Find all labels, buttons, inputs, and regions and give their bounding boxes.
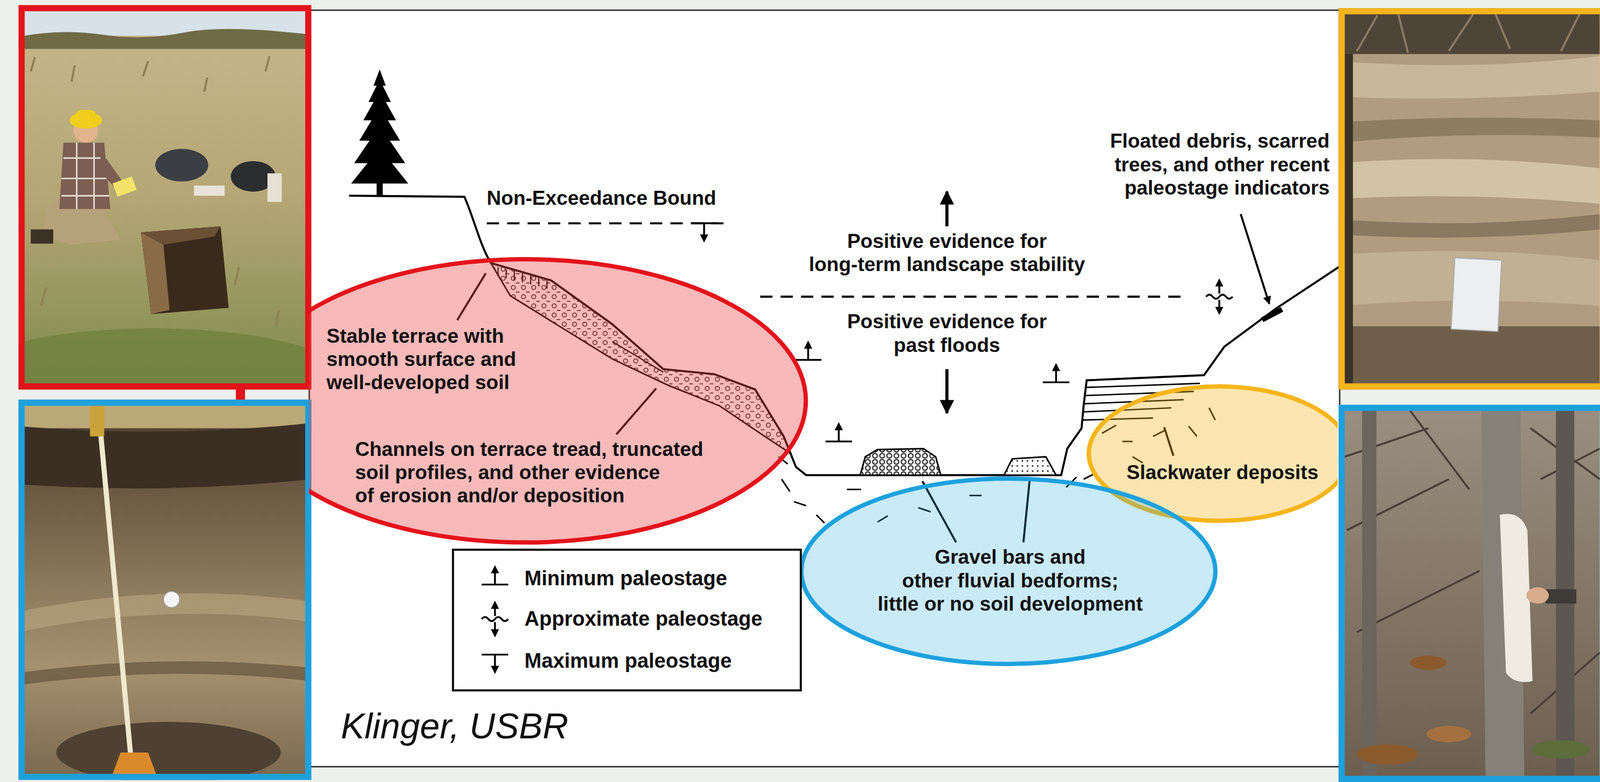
field-photo <box>140 226 221 245</box>
field-photo <box>59 142 111 210</box>
paleostage-symbol-glyph <box>481 565 508 585</box>
field-photo <box>140 232 170 314</box>
sediment-wall-photo <box>1338 56 1600 99</box>
region-ellipse <box>308 259 806 544</box>
photo-frame-blue <box>21 402 309 778</box>
stability-label: Positive evidence for long-term landscap… <box>808 229 1086 277</box>
field-photo <box>18 328 312 390</box>
slackwater-label: Slackwater deposits <box>1126 461 1319 485</box>
flood-label: Positive evidence for past floods <box>847 310 1047 357</box>
soil-pit-photo <box>18 423 312 489</box>
erosion-note: Channels on terrace tread, truncated soi… <box>354 437 704 508</box>
sediment-wall-photo <box>1338 8 1600 390</box>
scarred-tree-photo <box>1362 404 1377 782</box>
field-photo <box>267 173 282 203</box>
floated-debris <box>1260 307 1283 323</box>
sediment-wall-photo <box>1451 257 1502 332</box>
gravel-bar-ellipse: Gravel bars and other fluvial bedforms; … <box>799 476 1218 667</box>
legend-box: Minimum paleostageApproximate paleostage… <box>451 548 802 692</box>
field-photo <box>18 4 312 390</box>
credit-label: Klinger, USBR <box>340 705 569 748</box>
paleostage-symbol <box>474 562 516 608</box>
paleostage-symbol-glyph <box>481 655 508 675</box>
scarred-tree-photo <box>1526 587 1549 604</box>
scarred-tree-photo <box>1338 404 1600 782</box>
soil-pit-photo <box>18 661 312 686</box>
minimum-paleostage-symbol <box>1042 362 1070 383</box>
soil-pit-photo <box>90 406 105 437</box>
scarred-tree-photo <box>1532 740 1590 759</box>
field-photo <box>194 185 225 196</box>
bound-label: Non-Exceedance Bound <box>486 186 717 210</box>
sediment-wall-photo <box>1338 8 1600 390</box>
non-exceedance-line <box>486 222 727 225</box>
field-photo <box>30 229 54 244</box>
sediment-wall-photo <box>1338 117 1600 143</box>
legend-label: Minimum paleostage <box>524 566 728 591</box>
minimum-paleostage-symbol <box>825 422 853 442</box>
sand-bar <box>1004 457 1056 476</box>
field-photo <box>30 56 279 327</box>
conifer-tree <box>351 69 409 197</box>
flood-arrow <box>945 369 949 414</box>
scarred-tree-photo <box>1410 655 1447 670</box>
photo-frame-blue <box>1341 408 1600 780</box>
field-photo <box>61 142 110 210</box>
legend-label: Approximate paleostage <box>524 607 763 631</box>
paleostage-symbol <box>474 596 516 642</box>
paleostage-symbol-glyph <box>481 600 508 638</box>
maximum-paleostage-symbol <box>690 223 718 243</box>
minimum-paleostage-symbol <box>794 340 822 361</box>
paleostage-indicator-note: Floated debris, scarred trees, and other… <box>1109 129 1330 200</box>
photo-frame-red <box>21 8 309 387</box>
region-ellipse <box>801 478 1216 665</box>
sediment-wall-photo <box>1356 10 1582 53</box>
terrace-note: Stable terrace with smooth surface and w… <box>326 324 517 395</box>
field-photo <box>18 29 312 50</box>
paleostage-symbol <box>474 632 516 678</box>
frame-connector <box>235 387 245 402</box>
sediment-wall-photo <box>1338 159 1600 204</box>
terrace-evidence-ellipse: Stable terrace with smooth surface and w… <box>242 257 808 546</box>
field-photo <box>155 148 209 182</box>
soil-pit-photo <box>98 406 132 758</box>
field-photo <box>75 110 96 122</box>
stability-arrow <box>945 191 949 227</box>
sediment-wall-photo <box>1338 326 1600 390</box>
photo-frame-yellow <box>1341 11 1600 387</box>
scarred-tree-photo <box>1426 726 1472 743</box>
approximate-paleostage-symbol <box>1205 278 1233 315</box>
soil-pit-photo <box>56 722 281 781</box>
legend-label: Maximum paleostage <box>524 649 732 674</box>
soil-pit-photo <box>18 400 312 781</box>
soil-pit-photo <box>163 591 180 608</box>
stability-line <box>760 296 1184 299</box>
sediment-wall-photo <box>1338 214 1600 238</box>
gravel-bar <box>860 448 941 476</box>
scarred-tree-photo <box>1338 404 1600 782</box>
field-photo <box>112 176 137 197</box>
gravel-bar-note: Gravel bars and other fluvial bedforms; … <box>877 545 1143 616</box>
scarred-tree-photo <box>1545 589 1577 604</box>
field-photo <box>140 226 229 315</box>
scarred-tree-photo <box>1356 744 1419 766</box>
sediment-wall-photo <box>1338 8 1600 54</box>
